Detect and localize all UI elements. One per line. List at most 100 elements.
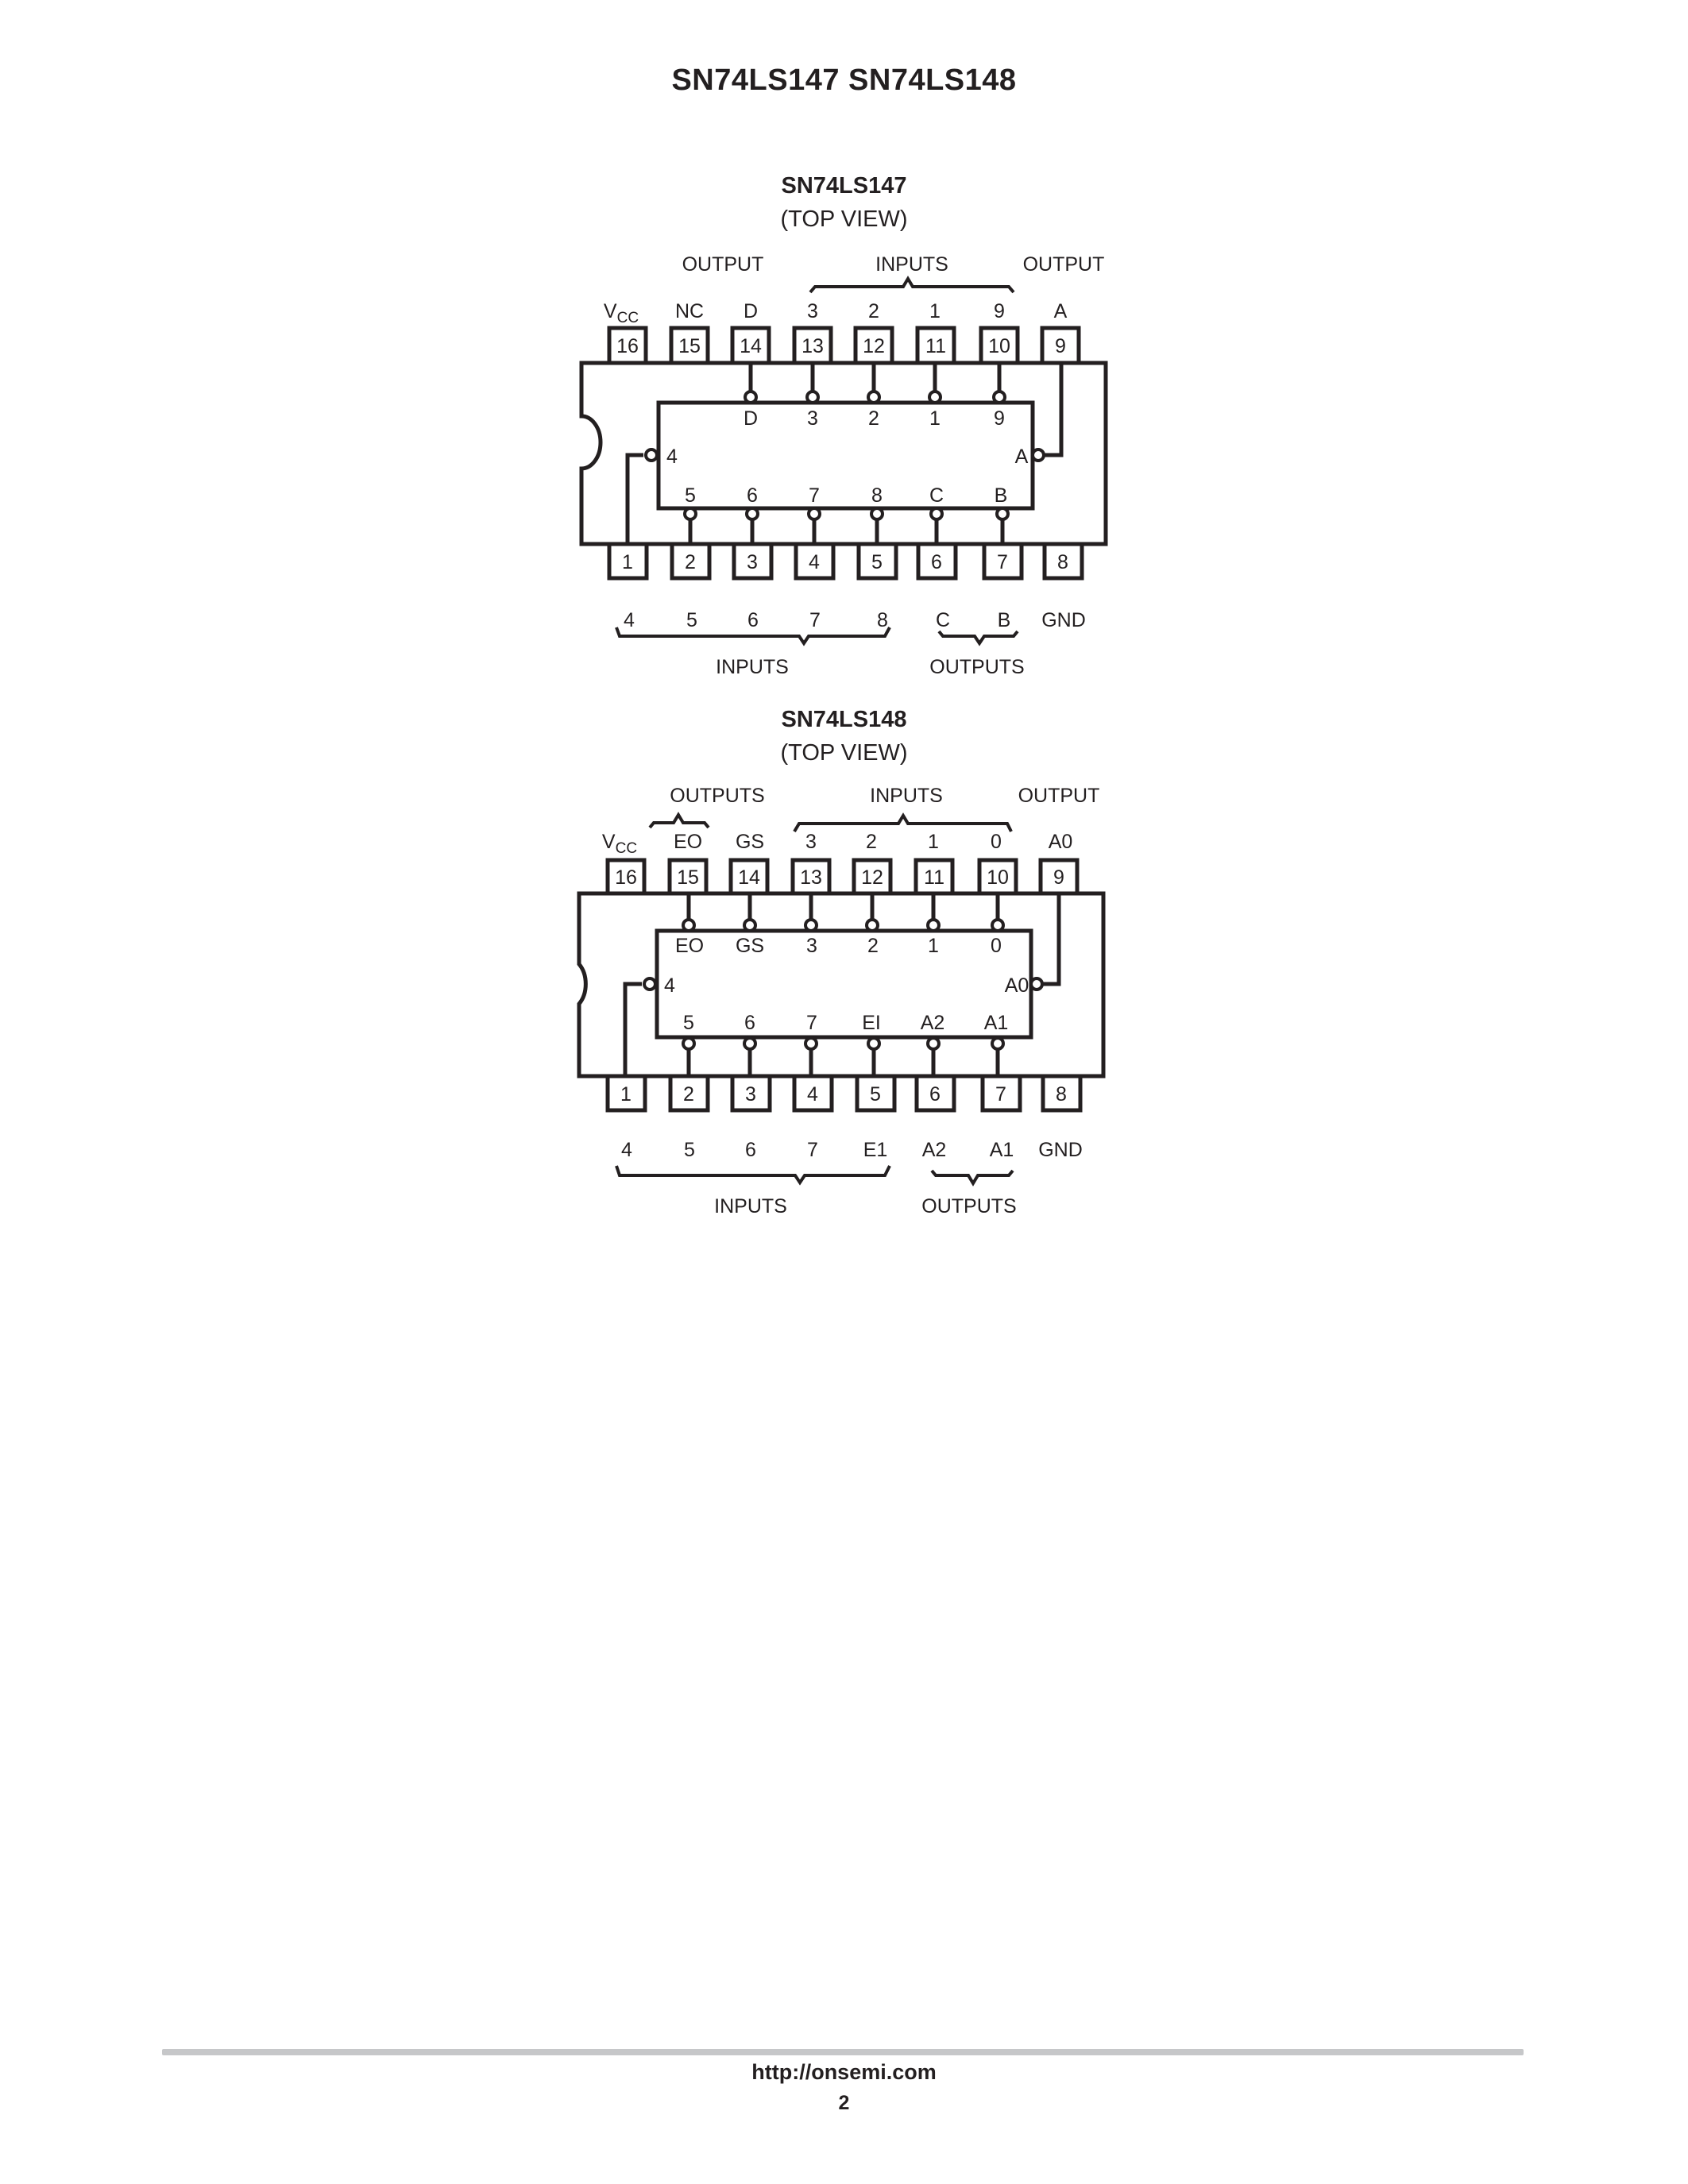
pin-number: 16 bbox=[616, 335, 639, 357]
inner-label: 7 bbox=[809, 484, 820, 507]
pin-label: 3 bbox=[807, 300, 818, 322]
pin-number: 6 bbox=[931, 551, 942, 573]
pin-number: 1 bbox=[620, 1083, 632, 1106]
diagram-1-subtitle: (TOP VIEW) bbox=[780, 206, 908, 232]
brace-top-inputs bbox=[809, 276, 1015, 294]
pin-label-sub: CC bbox=[616, 840, 637, 857]
group-label: OUTPUTS bbox=[929, 656, 1024, 678]
pin-number: 15 bbox=[677, 866, 699, 889]
inner-label: A1 bbox=[984, 1012, 1009, 1034]
pin-label: D bbox=[744, 300, 758, 322]
inner-label: A2 bbox=[921, 1012, 945, 1034]
pin-label: A0 bbox=[1049, 831, 1073, 853]
pin-number: 10 bbox=[987, 866, 1009, 889]
brace-bottom-outputs bbox=[930, 1169, 1014, 1187]
pin-label: 2 bbox=[866, 831, 877, 853]
pin-number: 1 bbox=[622, 551, 633, 573]
pin-number: 14 bbox=[740, 335, 762, 357]
inner-label: 8 bbox=[871, 484, 883, 507]
pin-label: E1 bbox=[863, 1139, 888, 1161]
pin-number: 11 bbox=[925, 335, 946, 357]
pin-number: 13 bbox=[802, 335, 824, 357]
pin-number: 15 bbox=[678, 335, 701, 357]
diagram-2-subtitle: (TOP VIEW) bbox=[780, 740, 908, 766]
pin-number: 5 bbox=[870, 1083, 881, 1106]
pin-label: GS bbox=[736, 831, 764, 853]
pin-label: 1 bbox=[928, 831, 939, 853]
page-number: 2 bbox=[838, 2092, 850, 2114]
pin-number: 3 bbox=[747, 551, 758, 573]
inner-label: 3 bbox=[806, 935, 817, 957]
package-outline bbox=[577, 891, 1106, 1078]
footer-rule bbox=[162, 2049, 1524, 2055]
group-label: INPUTS bbox=[875, 253, 948, 276]
pin-label: A1 bbox=[990, 1139, 1014, 1161]
pin-number: 7 bbox=[997, 551, 1008, 573]
pin-label: 4 bbox=[621, 1139, 632, 1161]
inner-label: 4 bbox=[666, 446, 678, 468]
pin-number: 12 bbox=[861, 866, 883, 889]
pin-number: 8 bbox=[1057, 551, 1068, 573]
inner-label: B bbox=[995, 484, 1008, 507]
pin-label: 7 bbox=[809, 609, 821, 631]
pin-number: 4 bbox=[807, 1083, 818, 1106]
pin-number: 13 bbox=[800, 866, 822, 889]
pin-number: 16 bbox=[615, 866, 637, 889]
pin-number: 10 bbox=[988, 335, 1010, 357]
pin-label: NC bbox=[675, 300, 704, 322]
inner-label: 1 bbox=[929, 407, 941, 430]
inner-label: EO bbox=[675, 935, 704, 957]
pin-number: 12 bbox=[863, 335, 885, 357]
pin-number: 2 bbox=[683, 1083, 694, 1106]
brace-top-outputs bbox=[648, 812, 710, 829]
inner-label: 2 bbox=[867, 935, 879, 957]
top-pin-boxes bbox=[607, 326, 1081, 365]
inner-label: 0 bbox=[991, 935, 1002, 957]
pin-label: GND bbox=[1038, 1139, 1083, 1161]
pin-label: 8 bbox=[877, 609, 888, 631]
pin-label: GND bbox=[1041, 609, 1086, 631]
pin-label: 7 bbox=[807, 1139, 818, 1161]
pin-number: 7 bbox=[995, 1083, 1006, 1106]
pin-number: 14 bbox=[738, 866, 760, 889]
inner-label: 3 bbox=[807, 407, 818, 430]
inner-label: 5 bbox=[685, 484, 696, 507]
pin-label: 5 bbox=[686, 609, 697, 631]
pin-label: C bbox=[936, 609, 950, 631]
pin-number: 2 bbox=[685, 551, 696, 573]
inversion-bubbles bbox=[643, 918, 1044, 1051]
group-label: OUTPUTS bbox=[921, 1195, 1016, 1217]
pin-label: 5 bbox=[684, 1139, 695, 1161]
pin-label: VCC bbox=[602, 831, 637, 857]
group-label: INPUTS bbox=[870, 785, 943, 807]
inner-label: 4 bbox=[664, 974, 675, 997]
group-label: OUTPUT bbox=[1023, 253, 1105, 276]
chip-sn74ls147 bbox=[579, 276, 1108, 646]
group-label: OUTPUT bbox=[1018, 785, 1100, 807]
pin-number: 3 bbox=[745, 1083, 756, 1106]
inner-label: D bbox=[744, 407, 758, 430]
pin-label: 2 bbox=[868, 300, 879, 322]
footer-url: http://onsemi.com bbox=[751, 2060, 937, 2084]
pin-number: 4 bbox=[809, 551, 820, 573]
pin-number: 5 bbox=[871, 551, 883, 573]
pin-label-sub: CC bbox=[617, 310, 639, 326]
pin-label: B bbox=[998, 609, 1011, 631]
inner-label: 6 bbox=[747, 484, 758, 507]
diagram-2-title: SN74LS148 bbox=[781, 707, 907, 732]
pin-label: 1 bbox=[929, 300, 941, 322]
pin-number: 11 bbox=[924, 866, 944, 889]
pin-label: 0 bbox=[991, 831, 1002, 853]
chip-sn74ls148 bbox=[577, 812, 1106, 1187]
inner-label: 7 bbox=[806, 1012, 817, 1034]
brace-bottom-inputs bbox=[615, 627, 891, 646]
pin-label: VCC bbox=[604, 300, 639, 326]
group-label: INPUTS bbox=[716, 656, 789, 678]
group-label: OUTPUTS bbox=[670, 785, 764, 807]
logic-block bbox=[655, 928, 1033, 1040]
pin-label: EO bbox=[674, 831, 702, 853]
group-label: OUTPUT bbox=[682, 253, 764, 276]
inner-label: 1 bbox=[928, 935, 939, 957]
inner-label: 9 bbox=[994, 407, 1005, 430]
pin-number: 6 bbox=[929, 1083, 941, 1106]
